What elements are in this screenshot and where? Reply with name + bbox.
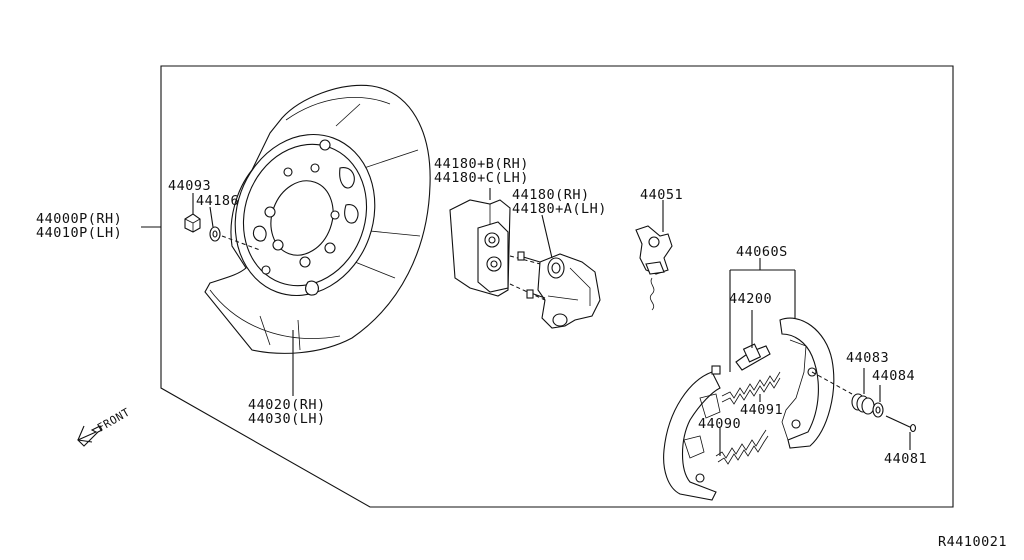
shoe-set-leader [729,258,796,372]
label-dust-shield-rh: 44020(RH) [248,397,326,413]
label-bracket-inner-lh: 44180+A(LH) [512,201,607,217]
adjuster-drawing [735,310,771,371]
brake-shoe-left-drawing [663,365,721,501]
caliper-bracket-outer-drawing [449,188,511,297]
label-backing-plate-rh: 44000P(RH) [36,211,122,227]
dust-shield-drawing [204,84,431,354]
assembly-frame [160,65,954,508]
label-bracket-outer-rh: 44180+B(RH) [434,156,529,172]
nut-drawing [184,193,201,233]
label-front: FRONT [95,406,132,435]
brake-shoe-right-drawing [779,317,853,449]
hold-pin-drawing [885,415,917,450]
label-bracket-outer-lh: 44180+C(LH) [434,170,529,186]
label-hold-pin: 44081 [884,451,927,467]
caliper-bracket-inner-drawing [517,214,601,329]
spring-upper-drawing [721,371,781,405]
arrow-front-icon [77,425,103,447]
label-shoe-set: 44060S [736,244,788,260]
diagram-code: R4410021 [938,534,1007,550]
label-bracket-inner-rh: 44180(RH) [512,187,590,203]
label-adjuster-lever: 44051 [640,187,683,203]
label-spring-upper: 44091 [740,402,783,418]
hold-spring-drawing [851,368,875,415]
hold-cup-drawing [872,385,884,418]
adjuster-lever-drawing [635,200,673,311]
spring-lower-drawing [715,428,769,465]
label-dust-shield-lh: 44030(LH) [248,411,326,427]
label-washer: 44186 [196,193,239,209]
label-hold-spring: 44083 [846,350,889,366]
label-backing-plate-lh: 44010P(LH) [36,225,122,241]
label-adjuster: 44200 [729,291,772,307]
label-spring-lower: 44090 [698,416,741,432]
label-hold-cup: 44084 [872,368,915,384]
washer-drawing [209,206,221,242]
label-nut: 44093 [168,178,211,194]
